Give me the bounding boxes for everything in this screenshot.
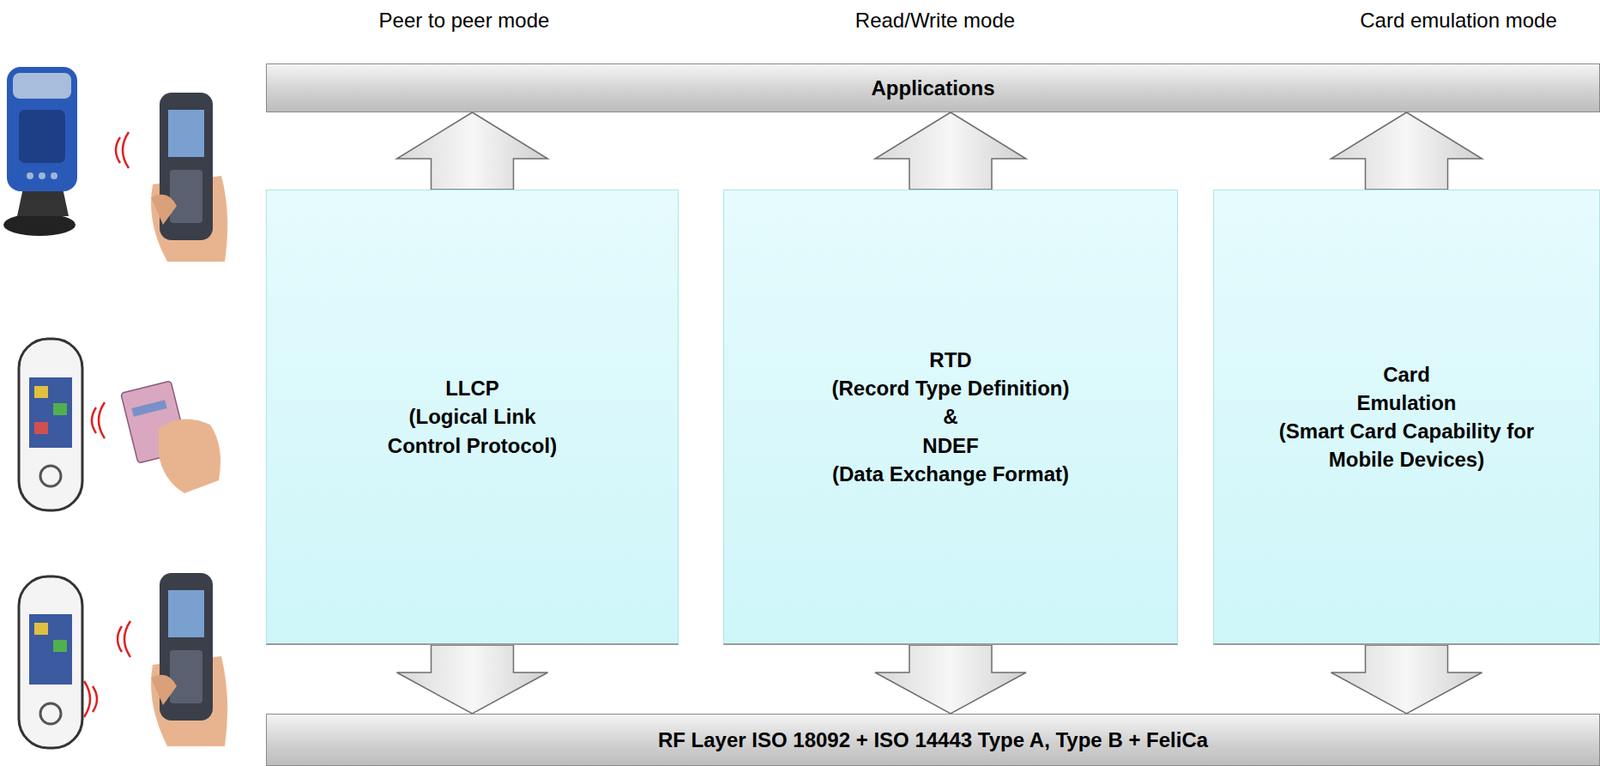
block-arrow <box>397 645 549 714</box>
box-text: & <box>942 402 958 431</box>
block-arrow <box>397 112 549 190</box>
box-title: RF Layer ISO 18092 + ISO 14443 Type A, T… <box>658 725 1208 755</box>
block-arrow <box>875 645 1027 714</box>
box-text: (Smart Card Capability for Mobile Device… <box>1278 416 1536 474</box>
block-arrow <box>1331 112 1483 190</box>
box-text: NDEF <box>922 431 979 460</box>
phone-and-card <box>18 338 221 511</box>
box-title: LLCP <box>445 374 500 403</box>
box-text: (Record Type Definition) <box>832 374 1070 403</box>
protocol-box: Card Emulation(Smart Card Capability for… <box>1213 189 1600 646</box>
mode-heading: Peer to peer mode <box>379 8 550 33</box>
block-arrow <box>875 112 1027 190</box>
mode-heading: Read/Write mode <box>855 8 1015 33</box>
layer-band: Applications <box>265 63 1600 113</box>
protocol-box: LLCP(Logical Link Control Protocol) <box>265 189 679 646</box>
mode-heading: Card emulation mode <box>1359 8 1557 33</box>
box-text: (Data Exchange Format) <box>832 459 1069 489</box>
phone-to-phone <box>18 573 228 749</box>
layer-band: RF Layer ISO 18092 + ISO 14443 Type A, T… <box>265 713 1600 766</box>
protocol-box: RTD(Record Type Definition)&NDEF(Data Ex… <box>723 189 1178 646</box>
box-title: Card Emulation <box>1346 360 1468 417</box>
box-text: (Logical Link Control Protocol) <box>374 402 572 459</box>
block-arrow <box>1331 645 1483 714</box>
reader-and-phone <box>3 66 228 262</box>
box-title: RTD <box>929 345 972 375</box>
box-title: Applications <box>870 73 995 103</box>
